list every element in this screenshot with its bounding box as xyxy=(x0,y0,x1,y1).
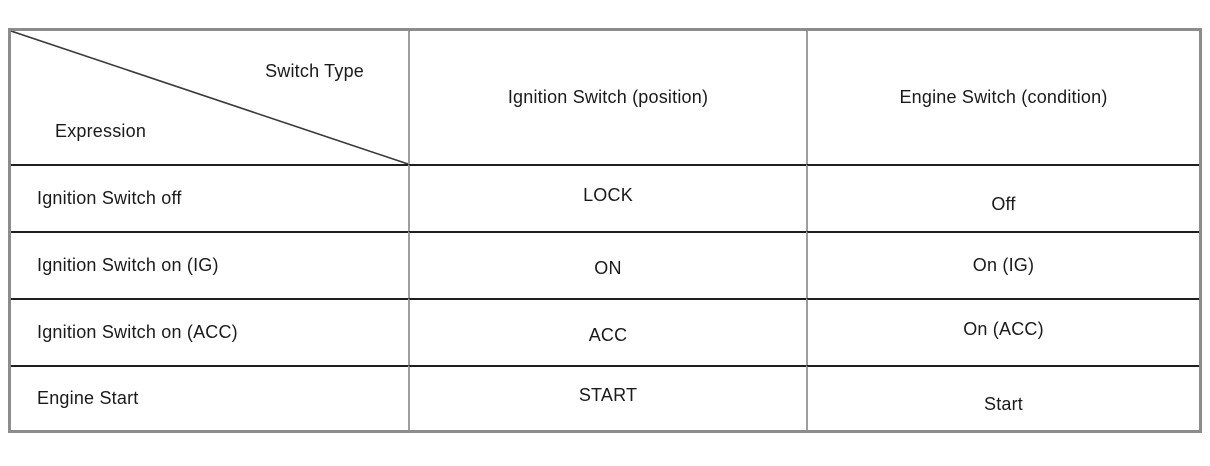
ignition-position-cell: ON xyxy=(408,231,806,298)
switch-type-label: Switch Type xyxy=(265,61,364,81)
expression-cell: Engine Start xyxy=(11,365,408,430)
engine-condition-cell: Start xyxy=(806,365,1199,430)
expression-cell: Ignition Switch on (ACC) xyxy=(11,298,408,365)
engine-condition-cell: On (IG) xyxy=(806,231,1199,298)
col-header-engine-switch-condition: Engine Switch (condition) xyxy=(806,31,1199,164)
col-header-label: Engine Switch (condition) xyxy=(899,87,1108,107)
col-header-ignition-switch-position: Ignition Switch (position) xyxy=(408,31,806,164)
engine-condition-cell: Off xyxy=(806,164,1199,231)
switch-type-expression-table: Switch Type Expression Ignition Switch (… xyxy=(8,28,1202,433)
expression-label: Expression xyxy=(55,121,147,141)
ignition-position-cell: LOCK xyxy=(408,164,806,231)
engine-condition-value: Off xyxy=(991,194,1016,214)
engine-condition-cell: On (ACC) xyxy=(806,298,1199,365)
ignition-position-value: LOCK xyxy=(583,185,633,205)
expression-cell: Ignition Switch off xyxy=(11,164,408,231)
ignition-position-value: ACC xyxy=(588,325,628,345)
ignition-position-value: ON xyxy=(594,258,622,278)
engine-condition-value: On (ACC) xyxy=(963,319,1044,339)
engine-condition-value: On (IG) xyxy=(972,255,1035,275)
col-header-label: Ignition Switch (position) xyxy=(507,87,709,107)
ignition-position-cell: START xyxy=(408,365,806,430)
diagonal-header-cell: Switch Type Expression xyxy=(11,31,408,164)
expression-value: Engine Start xyxy=(37,388,139,408)
ignition-position-cell: ACC xyxy=(408,298,806,365)
expression-value: Ignition Switch on (IG) xyxy=(37,255,219,275)
expression-value: Ignition Switch on (ACC) xyxy=(37,322,238,342)
engine-condition-value: Start xyxy=(983,394,1023,414)
diagonal-line xyxy=(11,31,408,164)
ignition-position-value: START xyxy=(578,385,638,405)
expression-value: Ignition Switch off xyxy=(37,188,182,208)
expression-cell: Ignition Switch on (IG) xyxy=(11,231,408,298)
